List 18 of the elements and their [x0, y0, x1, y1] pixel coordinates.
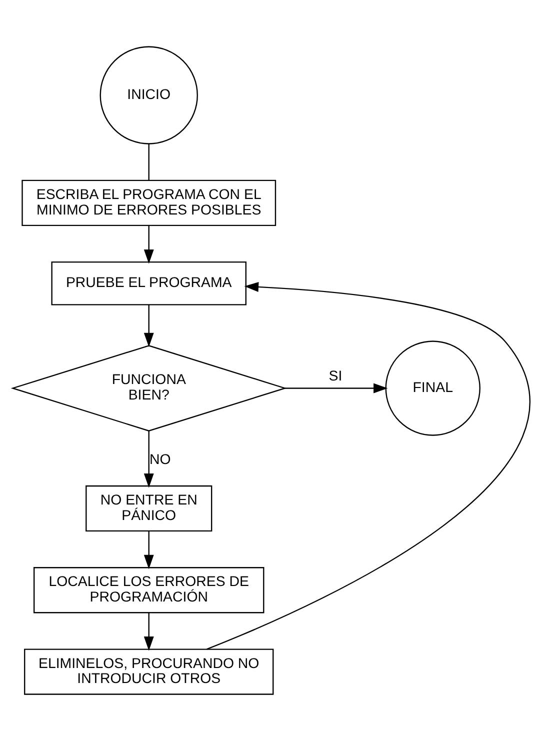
arrow: [206, 282, 530, 650]
node-box: LOCALICE LOS ERRORES DE PROGRAMACIÓN: [33, 566, 264, 613]
arrow: [285, 382, 388, 393]
node-box: PRUEBE EL PROGRAMA: [51, 261, 246, 305]
node-diamond: FUNCIONA BIEN?: [10, 344, 287, 431]
arrow: [144, 530, 154, 569]
edge-label: SI: [328, 368, 342, 384]
arrow: [144, 304, 154, 347]
node-box: ESCRIBA EL PROGRAMA CON EL MINIMO DE ERRORES POSIBLES: [22, 179, 276, 226]
node-circle: INICIO: [100, 46, 198, 144]
connector: [148, 143, 150, 180]
node-box: ELIMINELOS, PROCURANDO NO INTRODUCIR OTROS: [24, 648, 274, 694]
edge-label: NO: [149, 452, 171, 468]
arrow: [144, 224, 154, 264]
arrow: [144, 430, 154, 488]
node-circle: FINAL: [385, 340, 480, 436]
node-box: NO ENTRE EN PÁNICO: [86, 484, 212, 532]
arrow: [144, 612, 154, 650]
